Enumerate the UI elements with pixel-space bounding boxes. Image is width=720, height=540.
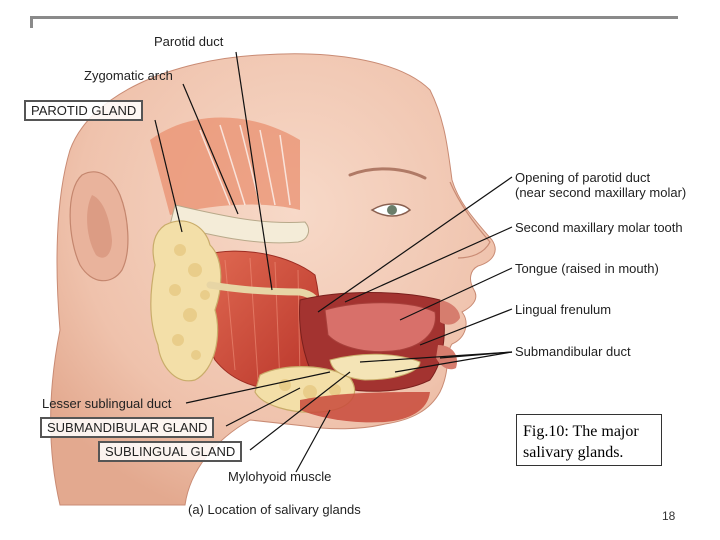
label-parotid-gland: PAROTID GLAND: [24, 100, 144, 121]
label-zygomatic-arch: Zygomatic arch: [84, 68, 173, 83]
label-sublingual-gland: SUBLINGUAL GLAND: [98, 441, 243, 462]
figure-note-line2: salivary glands.: [523, 444, 624, 461]
zygomatic-arch: [169, 204, 309, 244]
figure-note-line1: Fig.10: The major: [523, 423, 639, 440]
parotid-gland: [150, 220, 222, 382]
leader-lines: [154, 51, 513, 473]
label-lesser-sublingual-duct: Lesser sublingual duct: [42, 396, 172, 411]
eyebrow: [348, 167, 427, 180]
figure-note-box: Fig.10: The major salivary glands.: [516, 414, 662, 466]
label-opening-parotid-duct-note: (near second maxillary molar): [515, 185, 687, 200]
label-submandibular-duct: Submandibular duct: [515, 344, 631, 359]
label-parotid-duct: Parotid duct: [154, 34, 224, 49]
mylohyoid-muscle-shape: [300, 392, 430, 423]
label-tongue: Tongue (raised in mouth): [515, 261, 659, 276]
nose-outline: [449, 181, 491, 259]
tongue-shape: [324, 302, 436, 353]
label-opening-parotid-duct: Opening of parotid duct: [515, 170, 651, 185]
label-lingual-frenulum: Lingual frenulum: [515, 302, 612, 317]
sublingual-gland: [329, 353, 421, 381]
slide-frame-left: [30, 16, 33, 28]
label-submandibular-gland: SUBMANDIBULAR GLAND: [40, 417, 215, 438]
page-number: 18: [662, 509, 676, 523]
temporal-muscle: [150, 117, 300, 215]
label-second-molar: Second maxillary molar tooth: [515, 220, 683, 235]
figure-caption: (a) Location of salivary glands: [188, 502, 361, 517]
slide-frame-top: [30, 16, 678, 19]
label-mylohyoid-muscle: Mylohyoid muscle: [228, 469, 332, 484]
